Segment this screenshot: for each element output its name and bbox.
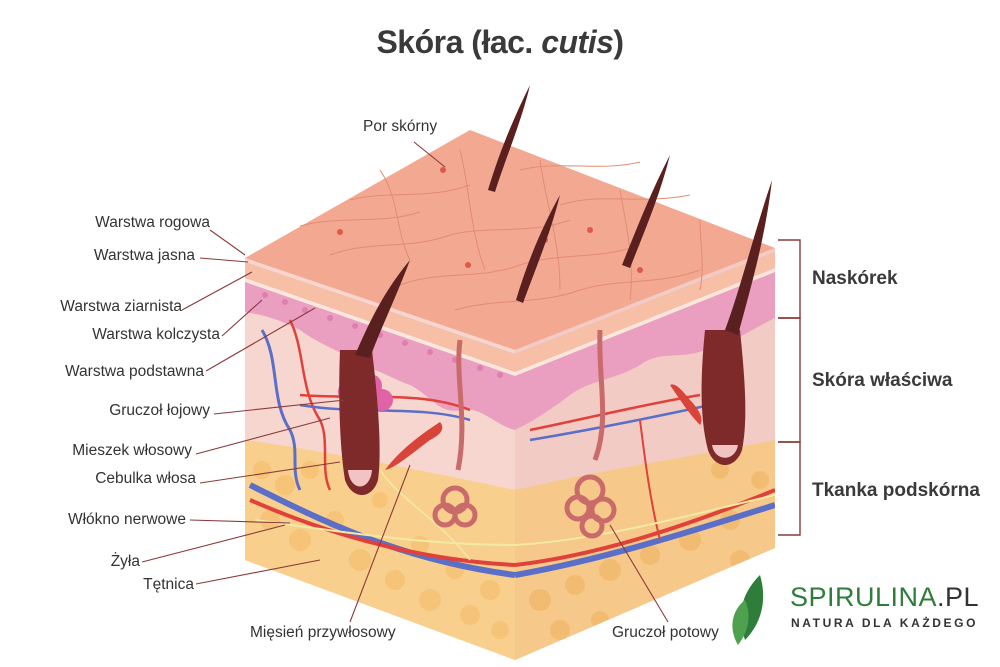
- label-gruczol-lojowy: Gruczoł łojowy: [109, 402, 210, 419]
- label-skora-wlasciwa: Skóra właściwa: [812, 370, 953, 391]
- label-mieszek-wlosowy: Mieszek włosowy: [72, 442, 192, 459]
- hair-follicle-right: [701, 330, 746, 465]
- sweat-gland-left: [432, 339, 478, 528]
- skin-surface: [245, 130, 775, 350]
- label-warstwa-rogowa: Warstwa rogowa: [95, 214, 210, 231]
- diagram-title: Skóra (łac. cutis): [376, 24, 624, 60]
- label-miesien-przywlosowy: Mięsień przywłosowy: [250, 624, 396, 641]
- brand-tagline: NATURA DLA KAŻDEGO: [791, 616, 979, 630]
- label-cebulka-wlosa: Cebulka włosa: [95, 470, 196, 487]
- label-tkanka-podskorna: Tkanka podskórna: [812, 480, 980, 501]
- label-wlokno-nerwowe: Włókno nerwowe: [67, 511, 186, 528]
- label-warstwa-ziarnista: Warstwa ziarnista: [60, 298, 182, 315]
- spirulina-logo-icon: [732, 575, 764, 645]
- arrector-pili-muscle: [385, 422, 443, 470]
- label-gruczol-potowy: Gruczoł potowy: [612, 624, 719, 641]
- label-zyla: Żyła: [110, 553, 140, 570]
- label-warstwa-kolczysta: Warstwa kolczysta: [92, 326, 220, 343]
- label-naskorek: Naskórek: [812, 268, 898, 289]
- hair-follicle: [339, 350, 380, 495]
- sweat-gland-right: [564, 329, 617, 539]
- brand-name: SPIRULINA.PL: [790, 582, 980, 612]
- label-tetnica: Tętnica: [143, 576, 194, 593]
- label-warstwa-podstawna: Warstwa podstawna: [65, 363, 204, 380]
- layer-brackets: [778, 239, 801, 536]
- label-por-skorny: Por skórny: [363, 118, 438, 135]
- leader-lines: [141, 141, 669, 623]
- label-warstwa-jasna: Warstwa jasna: [93, 247, 195, 264]
- hair-shafts: [355, 85, 772, 358]
